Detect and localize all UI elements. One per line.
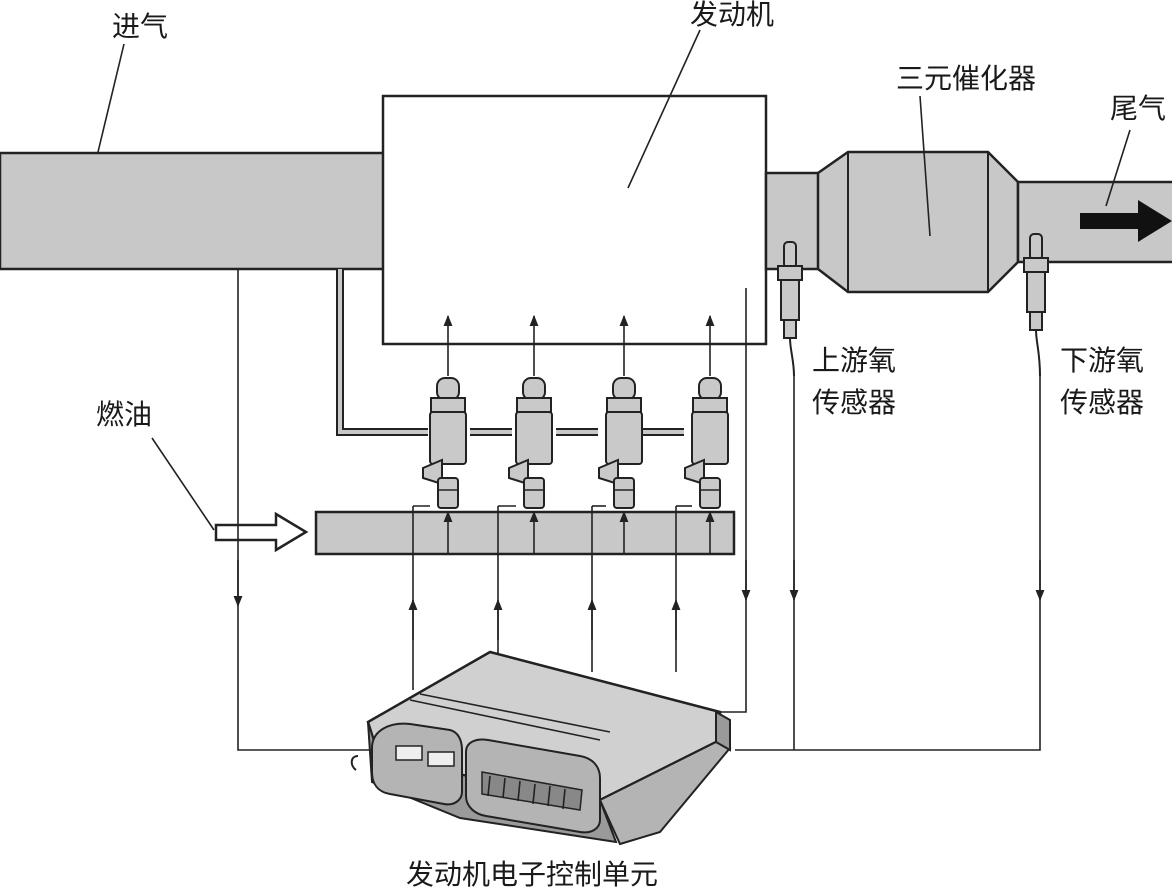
rail-to-injector-arrows <box>443 510 715 554</box>
fuel-inlet-arrow-icon <box>214 511 309 553</box>
fuel-rail <box>314 510 736 556</box>
fuel-label: 燃油 <box>96 398 152 431</box>
downstream-o2-sensor-icon <box>1023 233 1049 377</box>
fuel-injector-icon <box>508 377 553 509</box>
upstream-o2-label-line1: 上游氧 <box>812 344 896 377</box>
fuel-return-pipe <box>336 269 684 436</box>
downstream-o2-label-line2: 传感器 <box>1060 386 1144 419</box>
intake-sensor-line <box>233 269 372 751</box>
engine-sensor-line <box>716 288 751 713</box>
intake-label: 进气 <box>112 10 168 43</box>
upstream-o2-sensor-icon <box>777 241 803 377</box>
ecu-injector-signal-lines <box>408 505 692 690</box>
injection-arrows <box>443 314 715 376</box>
exhaust-label: 尾气 <box>1110 92 1166 125</box>
engine-block <box>381 94 768 346</box>
fuel-injector-icon <box>684 377 729 509</box>
o2-sensor-signal-lines <box>735 376 1045 751</box>
ecu-unit <box>350 650 732 846</box>
engine-label: 发动机 <box>690 0 774 31</box>
exhaust-arrow-icon <box>1080 200 1172 242</box>
fuel-injector-icon <box>422 377 467 509</box>
intake-pipe <box>0 151 386 271</box>
ecu-label: 发动机电子控制单元 <box>406 858 658 891</box>
upstream-o2-label-line2: 传感器 <box>812 386 896 419</box>
leader-lines <box>97 29 1131 531</box>
fuel-injector-icon <box>598 377 643 509</box>
downstream-o2-label-line1: 下游氧 <box>1060 344 1144 377</box>
catalytic-converter <box>816 150 1020 294</box>
catalyst-label: 三元催化器 <box>896 62 1036 95</box>
fuel-injectors <box>422 377 729 509</box>
